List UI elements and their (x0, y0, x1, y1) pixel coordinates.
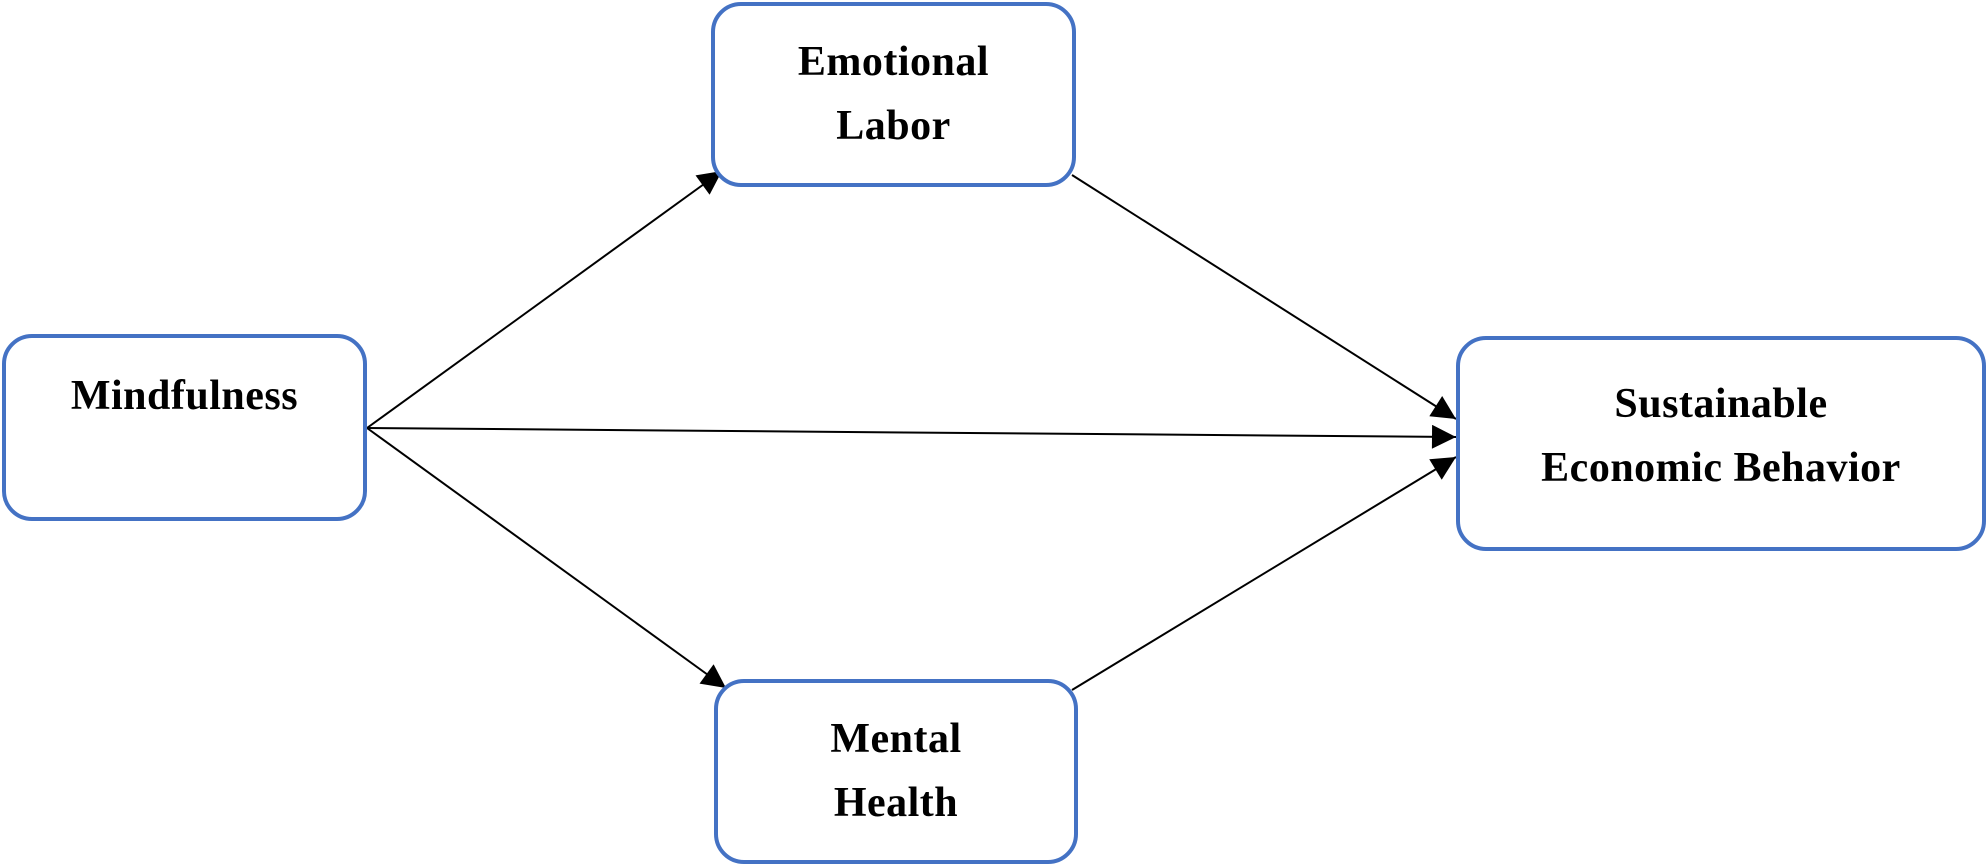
node-sustainable-economic-behavior: Sustainable Economic Behavior (1456, 336, 1986, 551)
node-emotional-labor-label-line2: Labor (836, 103, 951, 149)
arrow-mental-health-to-sustainable-economic-behavior (1071, 456, 1457, 691)
node-mindfulness-label: Mindfulness (70, 373, 299, 419)
node-seb-label-line1: Sustainable (1614, 381, 1828, 427)
node-emotional-labor-label-line1: Emotional (797, 39, 990, 85)
node-emotional-labor: Emotional Labor (711, 2, 1076, 187)
arrow-mindfulness-to-sustainable-economic-behavior (366, 424, 1457, 449)
arrow-mindfulness-to-mental-health (366, 427, 727, 689)
node-mindfulness: Mindfulness (2, 334, 367, 521)
node-mental-health-label-line2: Health (833, 780, 959, 826)
node-mental-health-label-line1: Mental (830, 716, 962, 762)
arrow-emotional-labor-to-sustainable-economic-behavior (1071, 174, 1457, 420)
node-mental-health: Mental Health (714, 679, 1078, 864)
arrow-mindfulness-to-emotional-labor (366, 170, 723, 429)
node-seb-label-line2: Economic Behavior (1541, 445, 1901, 491)
